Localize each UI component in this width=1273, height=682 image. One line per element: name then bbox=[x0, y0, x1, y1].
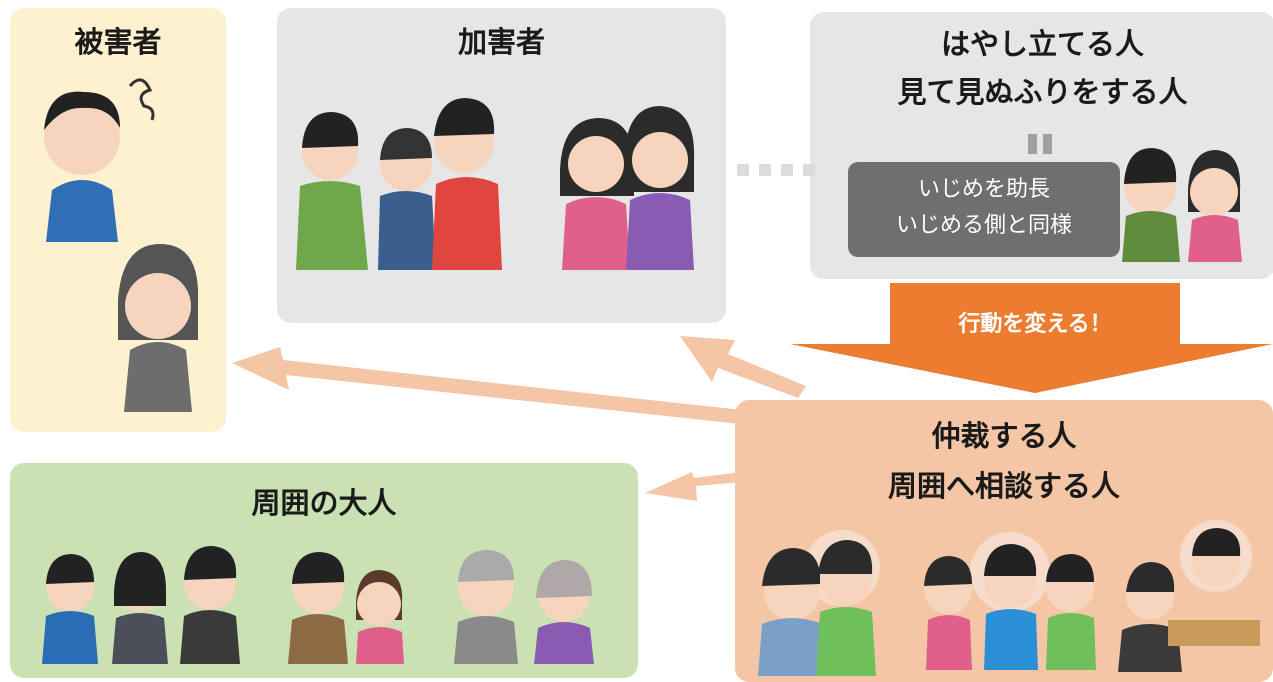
arrow-to-adults bbox=[645, 472, 742, 501]
worried-boy-icon bbox=[44, 78, 155, 242]
mediator-arrows bbox=[232, 336, 806, 501]
arrow-to-victim bbox=[232, 347, 742, 424]
talking-children-icon bbox=[924, 532, 1096, 670]
consoling-friends-icon bbox=[758, 530, 880, 676]
adults-title: 周囲の大人 bbox=[251, 486, 397, 520]
parents-icon bbox=[288, 552, 404, 664]
grandparents-icon bbox=[454, 550, 594, 664]
bystander-title-line1: はやし立てる人 bbox=[940, 27, 1144, 61]
change-action-label: 行動を変える！ bbox=[958, 312, 1112, 337]
bystander-note-line1: いじめを助長 bbox=[917, 177, 1050, 202]
bystander-title-line2: 見て見ぬふりをする人 bbox=[897, 75, 1188, 109]
bystanders-icon bbox=[1122, 148, 1242, 262]
victim-panel: 被害者 bbox=[10, 8, 226, 432]
bystander-note: いじめを助長 いじめる側と同様 bbox=[848, 162, 1120, 257]
whispering-girls-icon bbox=[560, 106, 695, 270]
attacker-title: 加害者 bbox=[457, 25, 545, 59]
mediator-title-line2: 周囲へ相談する人 bbox=[887, 469, 1120, 503]
change-action-arrow bbox=[790, 283, 1273, 393]
equals-marker bbox=[1028, 134, 1052, 154]
teachers-icon bbox=[42, 546, 240, 664]
crying-girl-icon bbox=[118, 244, 199, 412]
bullies-group-icon bbox=[296, 98, 502, 270]
victim-title: 被害者 bbox=[74, 25, 162, 59]
mediator-title-line1: 仲裁する人 bbox=[931, 419, 1077, 453]
teacher-consult-icon bbox=[1118, 520, 1260, 672]
ellipsis-connector bbox=[737, 164, 815, 176]
bystander-note-line2: いじめる側と同様 bbox=[895, 213, 1072, 238]
arrow-to-attacker bbox=[680, 336, 806, 398]
